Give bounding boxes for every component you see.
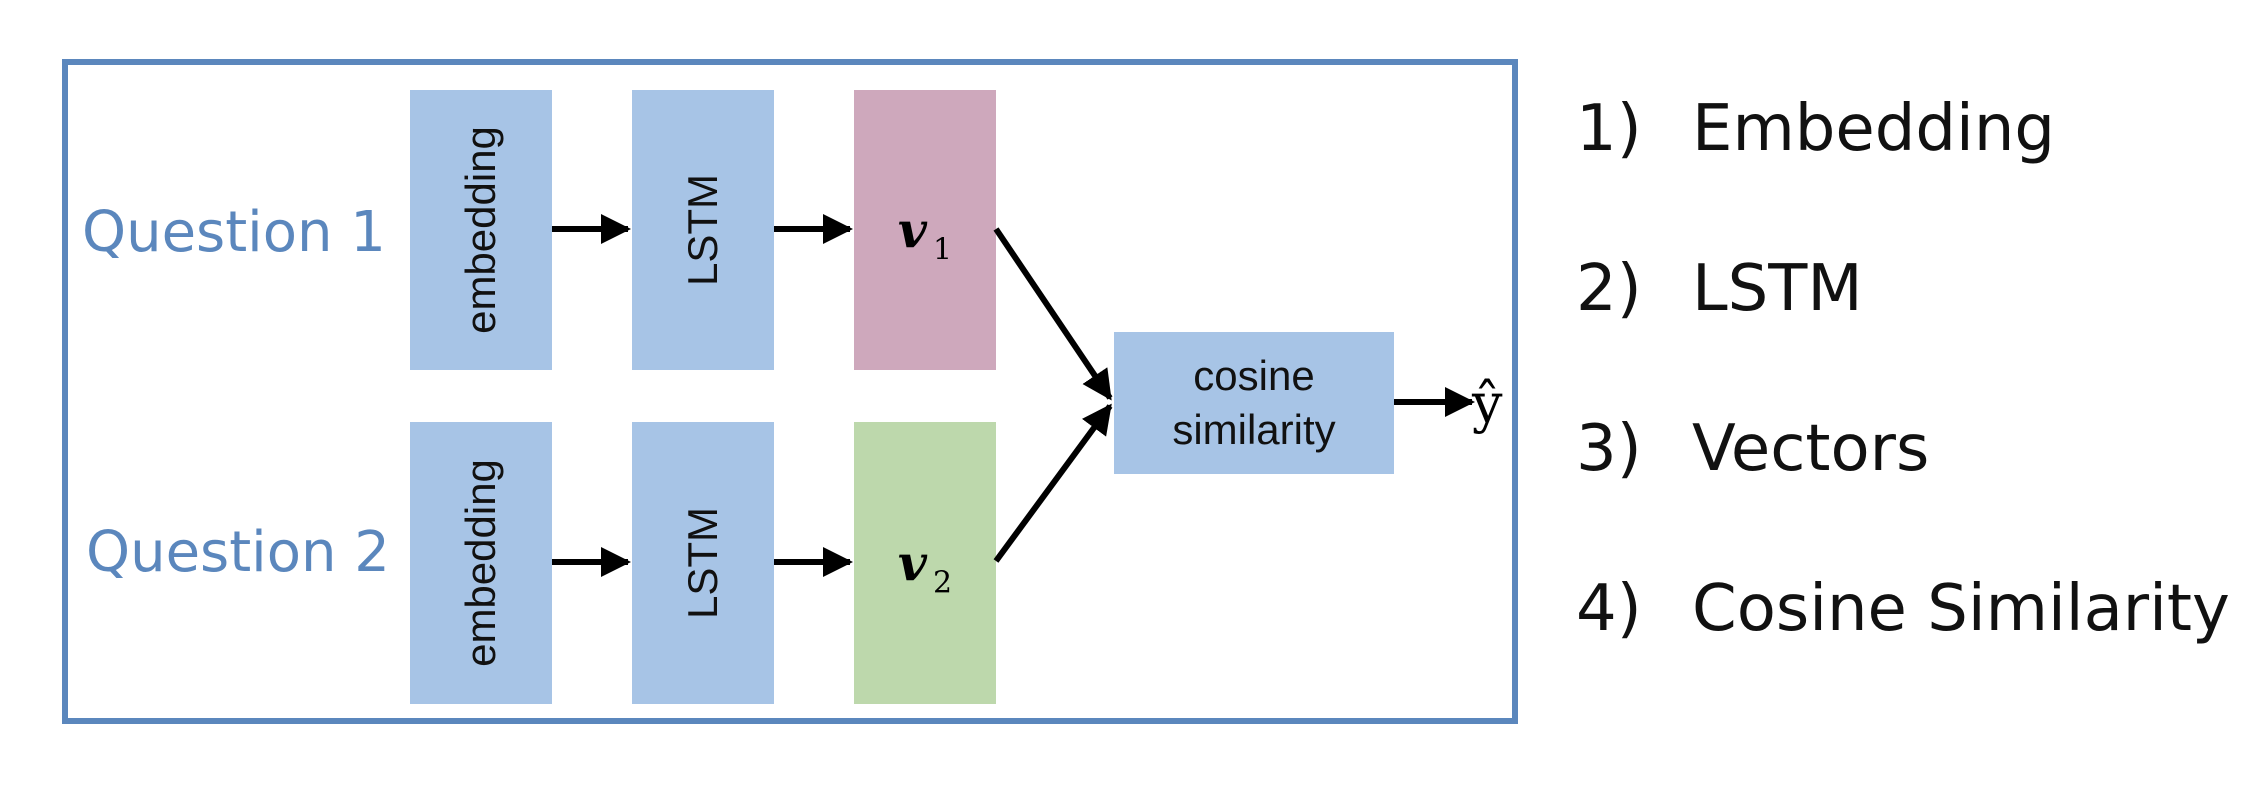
question-2-label: Question 2 [86, 520, 390, 585]
vector-symbol-1: v [897, 200, 927, 260]
step-number-3: 3) [1576, 412, 1642, 486]
step-item-4: 4) Cosine Similarity [1576, 572, 2230, 646]
step-text-4: Cosine Similarity [1692, 572, 2230, 646]
vector-symbol-2: v [897, 533, 927, 593]
question-1-label: Question 1 [82, 200, 386, 265]
step-text-1: Embedding [1692, 92, 2055, 166]
vector-subscript-1: 1 [932, 232, 953, 268]
step-item-1: 1) Embedding [1576, 92, 2055, 166]
step-number-2: 2) [1576, 252, 1642, 326]
output-y-hat: ŷ [1472, 372, 1503, 435]
cosine-label-line-2: similarity [1172, 406, 1336, 453]
embedding-block-2: embedding [410, 422, 552, 704]
arrow-vector-2-to-cosine [993, 403, 1113, 563]
step-text-2: LSTM [1692, 252, 1863, 326]
step-number-1: 1) [1576, 92, 1642, 166]
diagram-frame [62, 59, 1518, 724]
step-number-4: 4) [1576, 572, 1642, 646]
cosine-similarity-block: cosine similarity [1114, 332, 1394, 474]
arrow-vector-1-to-cosine [993, 227, 1113, 401]
cosine-label-line-1: cosine [1193, 352, 1315, 399]
step-item-2: 2) LSTM [1576, 252, 1863, 326]
embedding-block-1: embedding [410, 90, 552, 370]
lstm-block-2: LSTM [632, 422, 774, 704]
step-text-3: Vectors [1692, 412, 1930, 486]
step-item-3: 3) Vectors [1576, 412, 1929, 486]
vector-subscript-2: 2 [932, 565, 953, 601]
lstm-block-1: LSTM [632, 90, 774, 370]
